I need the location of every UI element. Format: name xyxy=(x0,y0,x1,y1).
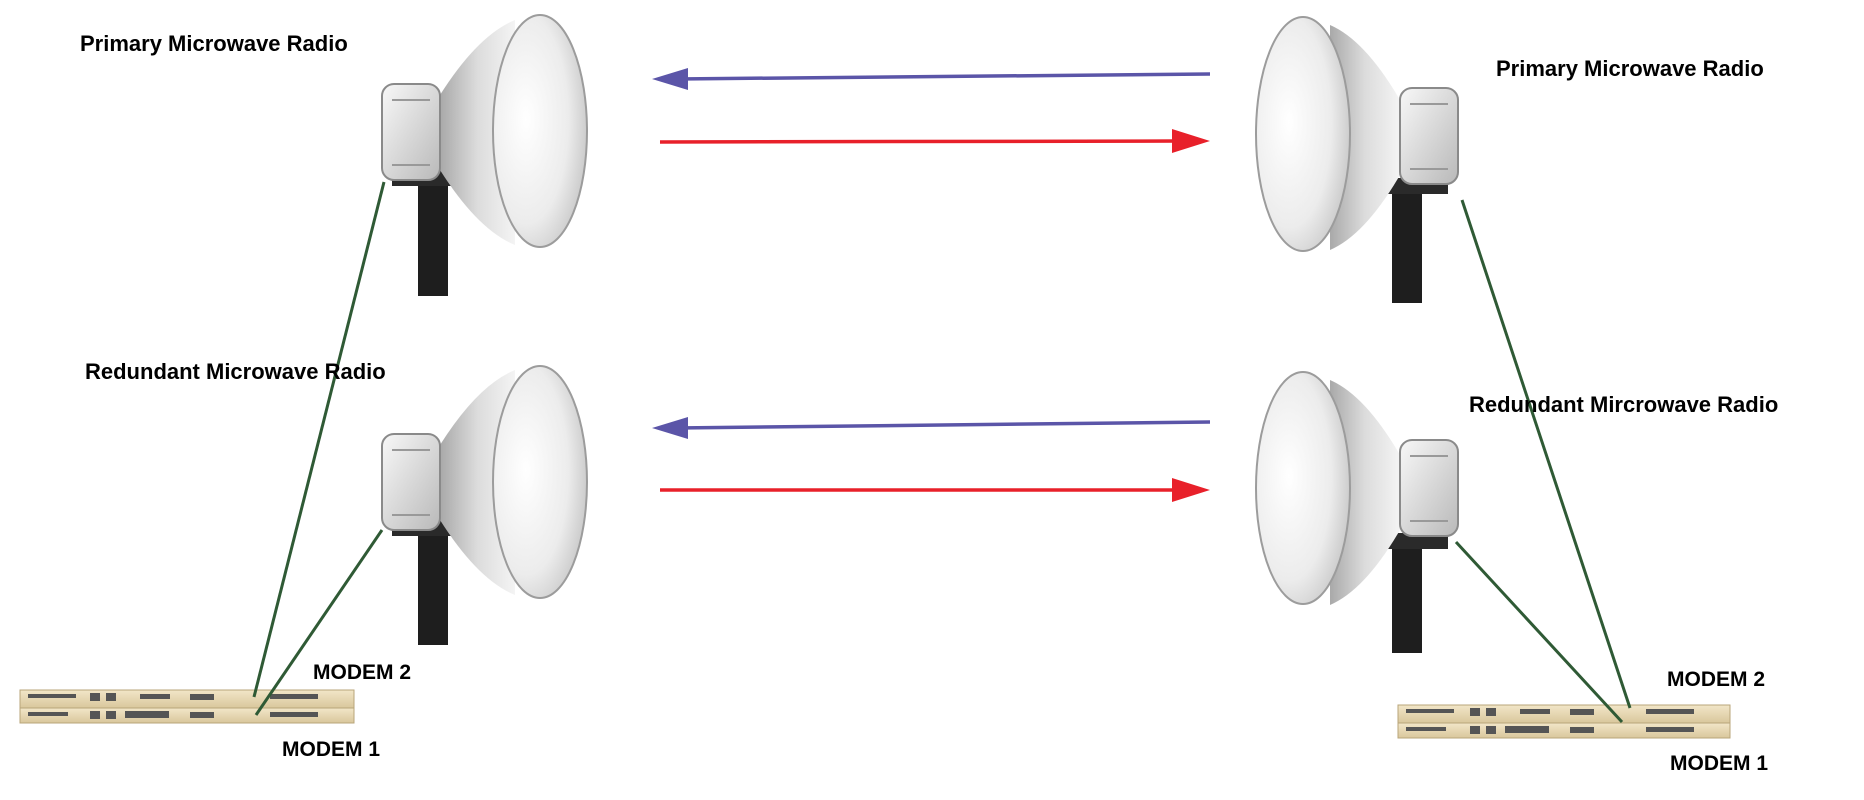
mast xyxy=(418,180,448,296)
right-redundant-radio-label: Redundant Mircrowave Radio xyxy=(1469,392,1779,417)
modem-1 xyxy=(1397,722,1731,739)
mast xyxy=(418,530,448,645)
modem-ports xyxy=(28,693,318,719)
mast xyxy=(1392,545,1422,653)
modem-1 xyxy=(19,707,355,724)
radio-unit xyxy=(1399,439,1459,537)
left-primary-radio-label: Primary Microwave Radio xyxy=(80,31,348,56)
dish-face xyxy=(492,14,588,248)
arrowhead-icon xyxy=(1172,129,1210,153)
right-primary-radio-label: Primary Microwave Radio xyxy=(1496,56,1764,81)
right-modem-rack xyxy=(1397,704,1731,739)
dish-face xyxy=(1255,16,1351,252)
redundant-rx-arrow xyxy=(675,420,1211,430)
arrowhead-icon xyxy=(652,417,688,439)
radio-unit xyxy=(381,83,441,181)
left-redundant-radio-label: Redundant Microwave Radio xyxy=(85,359,386,384)
primary-rx-arrow xyxy=(675,72,1211,81)
left-primary-radio xyxy=(381,14,588,296)
left-modem2-label: MODEM 2 xyxy=(313,661,412,684)
dish-body xyxy=(440,20,515,245)
right-modem1-label: MODEM 1 xyxy=(1670,752,1769,775)
cable-left-redundant xyxy=(254,529,384,716)
cables xyxy=(252,181,1632,724)
left-redundant-radio xyxy=(381,365,588,645)
left-modem1-label: MODEM 1 xyxy=(282,738,381,761)
right-redundant-radio xyxy=(1255,371,1459,653)
dish-body xyxy=(440,370,515,595)
dish-body xyxy=(1330,380,1400,605)
right-primary-radio xyxy=(1255,16,1459,303)
primary-tx-arrow xyxy=(659,139,1181,144)
dish-face xyxy=(1255,371,1351,605)
primary-link-arrows xyxy=(652,68,1211,153)
cable-right-redundant xyxy=(1454,540,1624,724)
radio-unit xyxy=(1399,87,1459,185)
cable-left-primary xyxy=(252,181,386,698)
dish-body xyxy=(1330,25,1400,250)
dish-face xyxy=(492,365,588,599)
modem-ports xyxy=(1406,708,1694,734)
left-modem-rack xyxy=(19,689,355,724)
cable-right-primary xyxy=(1460,199,1632,709)
redundant-link-arrows xyxy=(652,417,1211,502)
arrowhead-icon xyxy=(1172,478,1210,502)
mast xyxy=(1392,190,1422,303)
arrowhead-icon xyxy=(652,68,688,90)
radio-unit xyxy=(381,433,441,531)
right-modem2-label: MODEM 2 xyxy=(1667,668,1766,691)
